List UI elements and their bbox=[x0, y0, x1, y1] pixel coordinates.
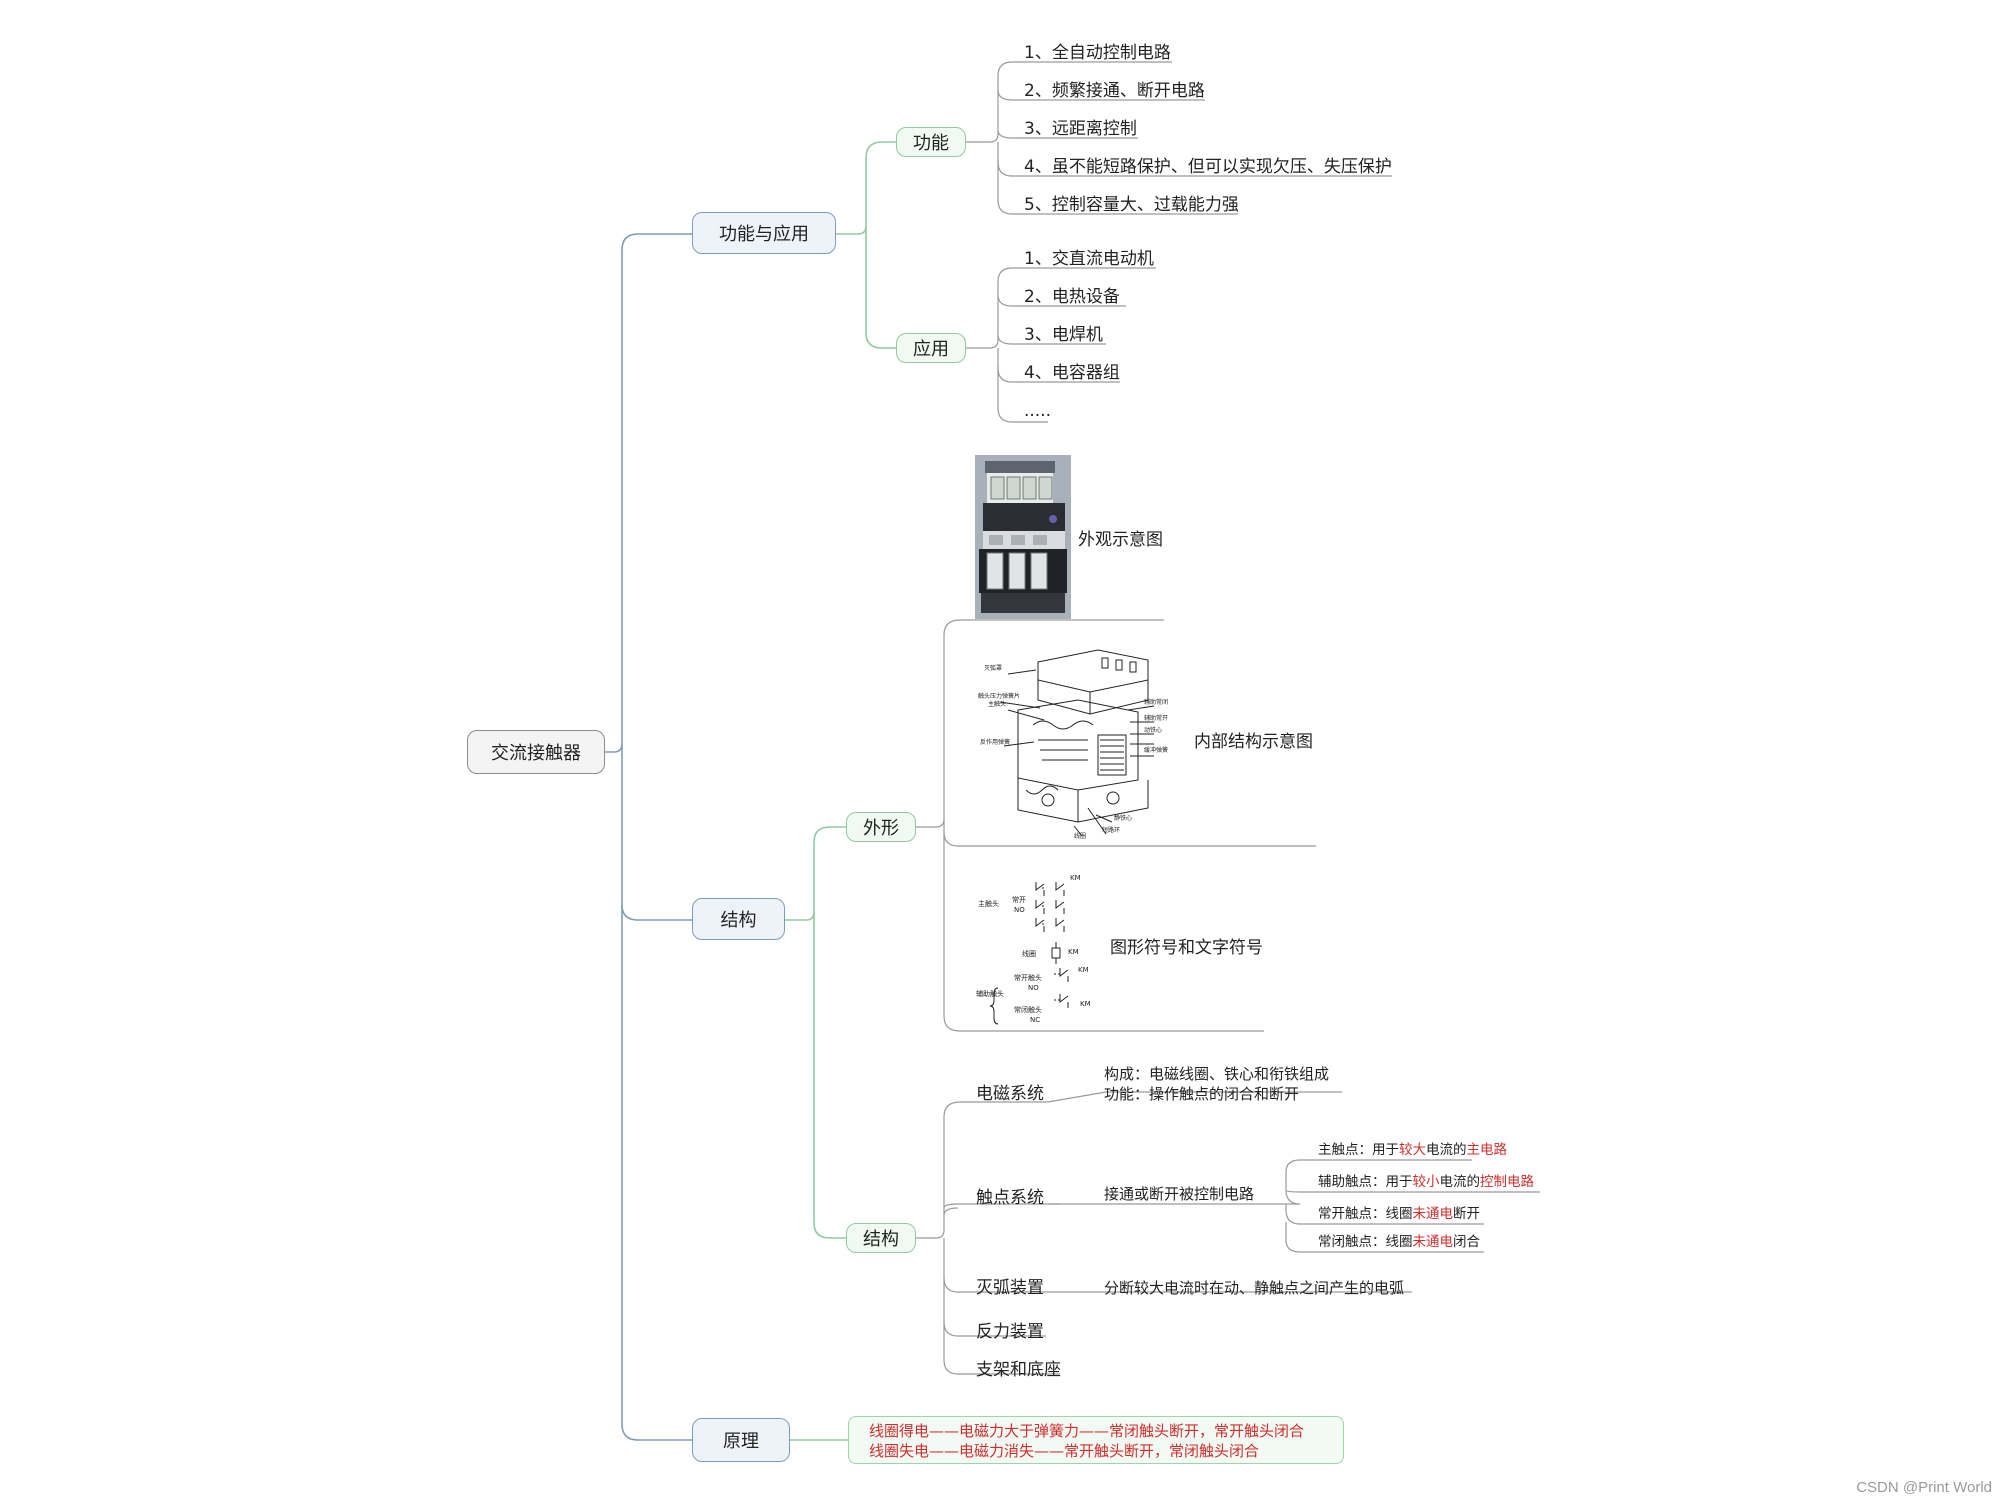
node-function-application-label: 功能与应用 bbox=[719, 224, 809, 245]
em-system-line2: 功能：操作触点的闭合和断开 bbox=[1104, 1085, 1300, 1103]
symbol-label: KM bbox=[1068, 948, 1079, 956]
reaction-device-label: 反力装置 bbox=[976, 1322, 1044, 1342]
contact-item-highlight: 较大 bbox=[1399, 1142, 1426, 1158]
root-node[interactable]: 交流接触器 bbox=[467, 730, 605, 774]
node-appearance-label: 外形 bbox=[863, 818, 899, 839]
node-application-label: 应用 bbox=[913, 339, 949, 360]
contact-system-label: 触点系统 bbox=[976, 1188, 1044, 1208]
symbol-label: KM bbox=[1078, 966, 1089, 974]
node-principle-label: 原理 bbox=[723, 1431, 759, 1452]
node-principle[interactable]: 原理 bbox=[692, 1418, 790, 1462]
function-item: 4、虽不能短路保护、但可以实现欠压、失压保护 bbox=[1024, 157, 1392, 177]
application-item: 4、电容器组 bbox=[1024, 363, 1120, 383]
contact-item-highlight: 未通电 bbox=[1412, 1206, 1454, 1222]
node-function-application[interactable]: 功能与应用 bbox=[692, 212, 836, 254]
symbol-label: NC bbox=[1030, 1016, 1040, 1024]
internal-label: 反作用弹簧 bbox=[980, 738, 1010, 746]
internal-label: 灭弧罩 bbox=[984, 664, 1002, 672]
em-system-line1: 构成：电磁线圈、铁心和衔铁组成 bbox=[1104, 1065, 1330, 1083]
symbol-label: KM bbox=[1080, 1000, 1091, 1008]
application-item: 1、交直流电动机 bbox=[1024, 249, 1154, 269]
contact-item-text: 闭合 bbox=[1453, 1234, 1480, 1250]
internal-label: 缓冲弹簧 bbox=[1144, 746, 1168, 754]
appearance-item-internal-label: 内部结构示意图 bbox=[1194, 732, 1313, 752]
contact-item-highlight: 较小 bbox=[1412, 1174, 1440, 1190]
arc-device-label: 灭弧装置 bbox=[976, 1278, 1044, 1298]
symbol-label: NO bbox=[1028, 984, 1039, 992]
symbol-label: 常闭触头 bbox=[1014, 1005, 1042, 1014]
symbol-label: KM bbox=[1070, 874, 1081, 882]
appearance-item-symbol-label: 图形符号和文字符号 bbox=[1110, 938, 1263, 958]
contact-item-highlight: 控制电路 bbox=[1480, 1174, 1534, 1190]
contact-item-text: 常开触点：线圈 bbox=[1318, 1206, 1413, 1222]
appearance-photo bbox=[975, 455, 1071, 619]
function-item: 3、远距离控制 bbox=[1024, 119, 1137, 139]
contact-item: 常闭触点：线圈未通电闭合 bbox=[1318, 1234, 1480, 1250]
em-system-label: 电磁系统 bbox=[976, 1084, 1044, 1104]
watermark: CSDN @Print World bbox=[1856, 1479, 1992, 1496]
internal-label: 静铁心 bbox=[1114, 814, 1132, 822]
internal-label: 辅助常开触头 bbox=[1144, 714, 1168, 722]
application-item: 2、电热设备 bbox=[1024, 287, 1120, 307]
symbol-label: 常开 bbox=[1012, 895, 1026, 904]
appearance-item-photo-label: 外观示意图 bbox=[1078, 530, 1163, 550]
node-structure-label: 结构 bbox=[720, 910, 757, 931]
internal-label: 触头压力弹簧片 bbox=[978, 692, 1020, 700]
contact-item: 辅助触点：用于较小电流的控制电路 bbox=[1318, 1174, 1534, 1190]
contact-item-text: 电流的 bbox=[1439, 1174, 1481, 1190]
contact-item-text: 主触点：用于 bbox=[1318, 1142, 1399, 1158]
contact-system-desc: 接通或断开被控制电路 bbox=[1104, 1185, 1255, 1203]
principle-line: 线圈得电——电磁力大于弹簧力——常闭触头断开，常开触头闭合 bbox=[869, 1422, 1305, 1440]
function-item: 2、频繁接通、断开电路 bbox=[1024, 81, 1205, 101]
contact-item-highlight: 主电路 bbox=[1466, 1142, 1508, 1158]
root-label: 交流接触器 bbox=[491, 743, 581, 764]
contact-item-text: 常闭触点：线圈 bbox=[1318, 1234, 1413, 1250]
node-application[interactable]: 应用 bbox=[896, 333, 966, 363]
internal-label: 短路环 bbox=[1102, 826, 1120, 834]
function-item: 5、控制容量大、过载能力强 bbox=[1024, 195, 1239, 215]
contact-item: 主触点：用于较大电流的主电路 bbox=[1318, 1142, 1507, 1158]
contact-item: 常开触点：线圈未通电断开 bbox=[1318, 1206, 1480, 1222]
symbol-label: 主触头 bbox=[978, 899, 999, 908]
internal-label: 动铁心 bbox=[1144, 726, 1162, 734]
symbol-label: 线圈 bbox=[1022, 949, 1036, 958]
symbol-diagram: 主触头 常开 NO KM 线圈 KM 辅助触头 常开触头 NO KM 常闭触头 … bbox=[976, 870, 1106, 1030]
function-item: 1、全自动控制电路 bbox=[1024, 43, 1171, 63]
contact-item-highlight: 未通电 bbox=[1412, 1234, 1454, 1250]
support-base-label: 支架和底座 bbox=[976, 1360, 1061, 1380]
arc-device-desc: 分断较大电流时在动、静触点之间产生的电弧 bbox=[1104, 1279, 1405, 1297]
principle-description[interactable]: 线圈得电——电磁力大于弹簧力——常闭触头断开，常开触头闭合 线圈失电——电磁力消… bbox=[848, 1416, 1344, 1464]
contact-item-text: 辅助触点：用于 bbox=[1318, 1174, 1413, 1190]
node-appearance[interactable]: 外形 bbox=[846, 812, 916, 842]
node-structure-sub-label: 结构 bbox=[863, 1229, 899, 1250]
internal-label: 线圈 bbox=[1074, 832, 1086, 840]
node-function[interactable]: 功能 bbox=[896, 127, 966, 157]
internal-structure-diagram: 灭弧罩 触头压力弹簧片 主触头 反作用弹簧 辅助常闭触头 辅助常开触头 动铁心 … bbox=[978, 640, 1180, 840]
application-item: 3、电焊机 bbox=[1024, 325, 1103, 345]
contact-item-text: 电流的 bbox=[1426, 1142, 1467, 1158]
node-structure-sub[interactable]: 结构 bbox=[846, 1223, 916, 1253]
symbol-label: 辅助触头 bbox=[976, 989, 1004, 998]
symbol-label: 常开触头 bbox=[1014, 973, 1042, 982]
node-structure[interactable]: 结构 bbox=[692, 898, 785, 940]
node-function-label: 功能 bbox=[913, 133, 949, 154]
application-item: ..... bbox=[1024, 401, 1052, 421]
internal-label: 辅助常闭触头 bbox=[1144, 698, 1168, 706]
internal-label: 主触头 bbox=[988, 700, 1006, 708]
principle-line: 线圈失电——电磁力消失——常开触头断开，常闭触头闭合 bbox=[869, 1442, 1260, 1460]
symbol-label: NO bbox=[1014, 906, 1025, 914]
contact-item-text: 断开 bbox=[1453, 1206, 1480, 1222]
